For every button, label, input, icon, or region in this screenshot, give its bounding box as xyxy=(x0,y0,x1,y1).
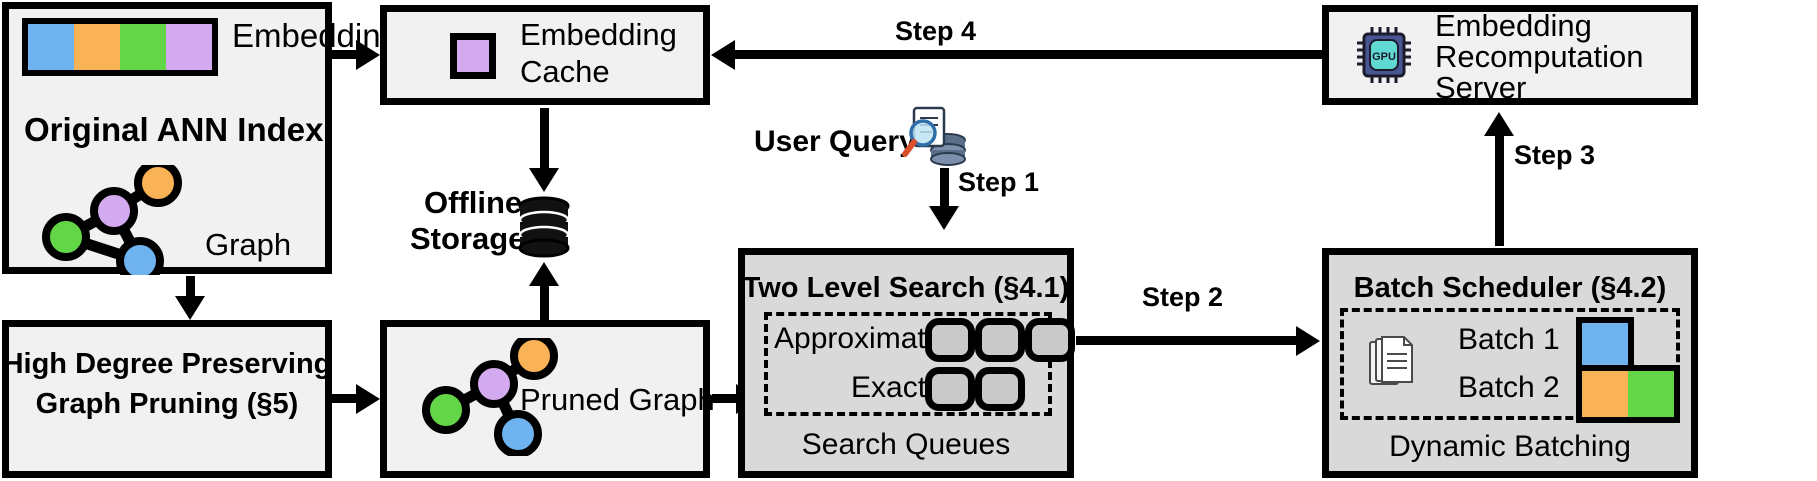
arrow-step4-head xyxy=(711,40,735,70)
approximate-row-label: Approximate xyxy=(774,322,943,355)
embedding-cell-orange xyxy=(74,24,120,70)
arrow-pruning-to-prunedgraph-head xyxy=(356,384,380,414)
exact-row-label: Exact xyxy=(851,371,927,404)
dynamic-batching-dashed-region xyxy=(1340,308,1680,420)
step3-label: Step 3 xyxy=(1514,140,1596,170)
two-level-search-title: Two Level Search (§4.1) xyxy=(742,272,1070,304)
queue-pill xyxy=(925,318,975,362)
embedding-vector-icon xyxy=(22,18,218,76)
exact-queue-pills xyxy=(925,367,1025,411)
recompute-server-line3: Server xyxy=(1435,70,1527,105)
arrow-index-to-pruning-line xyxy=(186,276,195,298)
user-query-label: User Query xyxy=(754,125,916,158)
arrow-prunedgraph-to-storage-head xyxy=(529,262,559,286)
two-level-search-block xyxy=(738,248,1074,478)
embedding-cache-line2: Cache xyxy=(520,54,610,89)
arrow-cache-to-storage-head xyxy=(529,168,559,192)
embedding-cell-purple xyxy=(166,24,212,70)
embedding-cache-block xyxy=(380,5,710,105)
queue-pill xyxy=(975,367,1025,411)
batch-1-label: Batch 1 xyxy=(1458,323,1560,356)
dynamic-batching-footer: Dynamic Batching xyxy=(1389,430,1631,463)
offline-storage-line2: Storage xyxy=(410,221,526,256)
arrow-step2-head xyxy=(1296,326,1320,356)
arrow-cache-to-storage-line xyxy=(540,108,549,170)
graph-pruning-line1: High Degree Preserving xyxy=(2,348,332,380)
embedding-cell-green xyxy=(120,24,166,70)
documents-icon xyxy=(1369,336,1413,385)
arrow-step3-line xyxy=(1495,134,1504,246)
step4-label: Step 4 xyxy=(895,16,977,46)
embedding-cache-swatch-icon xyxy=(450,33,496,79)
original-ann-index-title: Original ANN Index xyxy=(24,111,324,148)
original-graph-icon xyxy=(42,165,182,275)
batch-2-cells xyxy=(1576,365,1680,423)
queue-pill xyxy=(975,318,1025,362)
arrow-step1-line xyxy=(940,168,949,210)
queue-pill xyxy=(925,367,975,411)
arrow-step2-line xyxy=(1076,336,1298,345)
batch-scheduler-title: Batch Scheduler (§4.2) xyxy=(1353,272,1667,304)
arrow-step4-line xyxy=(735,50,1325,59)
database-cylinder-icon xyxy=(518,196,570,258)
embedding-cache-line1: Embedding xyxy=(520,17,677,52)
arrow-prunedgraph-to-storage-line xyxy=(540,284,549,324)
arrow-step1-head xyxy=(929,206,959,230)
arrow-index-to-cache-head xyxy=(356,40,380,70)
query-search-database-icon xyxy=(902,106,966,166)
batch-cell-orange xyxy=(1582,371,1628,417)
pruned-graph-icon xyxy=(422,338,558,456)
arrow-index-to-pruning-head xyxy=(175,296,205,320)
gpu-chip-icon: GPU xyxy=(1357,27,1411,83)
recompute-server-line1: Embedding xyxy=(1435,8,1592,43)
graph-pruning-block xyxy=(2,320,332,478)
search-queues-footer: Search Queues xyxy=(801,428,1011,461)
queue-pill xyxy=(1025,318,1075,362)
arrow-index-to-cache-line xyxy=(332,50,358,59)
embedding-cell-blue xyxy=(28,24,74,70)
gpu-icon-text: GPU xyxy=(1372,51,1396,63)
batch-cell-blue xyxy=(1582,323,1628,369)
graph-pruning-line2: Graph Pruning (§5) xyxy=(35,388,299,420)
step2-label: Step 2 xyxy=(1138,282,1228,313)
recompute-server-line2: Recomputation xyxy=(1435,39,1644,74)
step1-label: Step 1 xyxy=(958,167,1040,197)
arrow-step3-head xyxy=(1484,112,1514,136)
batch-cell-green xyxy=(1628,371,1674,417)
batch-2-label: Batch 2 xyxy=(1458,371,1560,404)
arrow-pruning-to-prunedgraph-line xyxy=(332,394,358,403)
graph-label: Graph xyxy=(205,227,292,262)
pruned-graph-label: Pruned Graph xyxy=(520,382,715,417)
offline-storage-line1: Offline xyxy=(424,185,523,220)
arrow-prunedgraph-to-search-line xyxy=(712,394,738,403)
search-queues-dashed-region xyxy=(764,312,1052,416)
approximate-queue-pills xyxy=(925,318,1075,362)
